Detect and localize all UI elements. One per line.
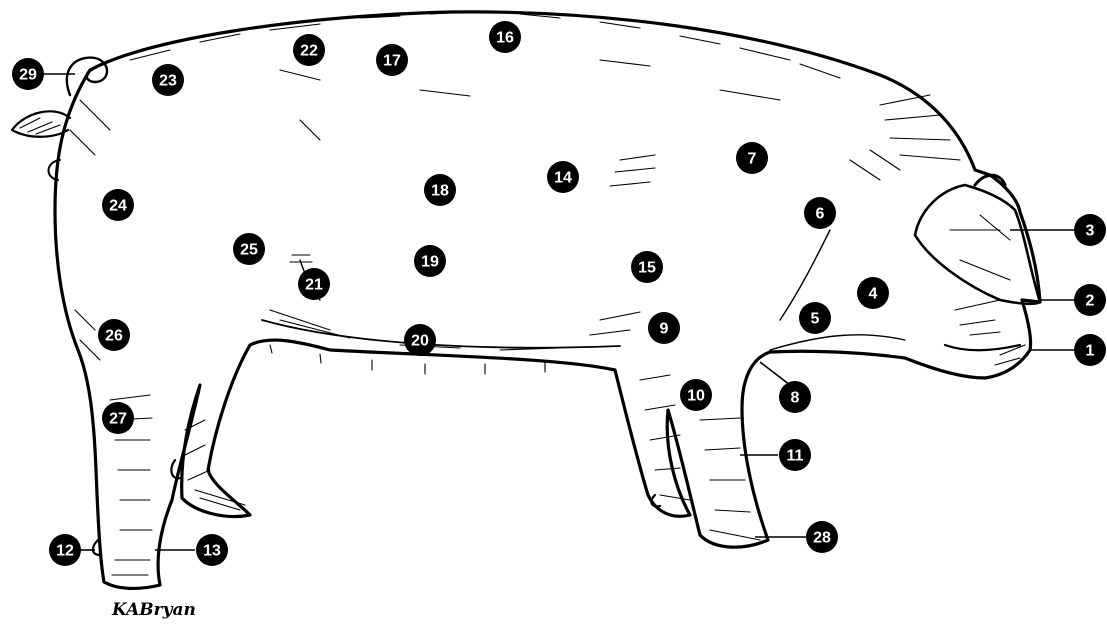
svg-text:17: 17 (383, 53, 401, 70)
marker-6: 6 (804, 197, 836, 229)
marker-7: 7 (736, 142, 768, 174)
marker-26: 26 (98, 319, 130, 351)
svg-text:4: 4 (869, 286, 878, 303)
svg-text:8: 8 (791, 390, 800, 407)
svg-text:14: 14 (554, 170, 572, 187)
svg-text:28: 28 (813, 530, 831, 547)
marker-3: 3 (1074, 214, 1106, 246)
marker-23: 23 (152, 64, 184, 96)
marker-4: 4 (857, 277, 889, 309)
marker-8: 8 (779, 381, 811, 413)
svg-text:5: 5 (811, 311, 820, 328)
svg-text:6: 6 (816, 206, 825, 223)
svg-text:20: 20 (411, 333, 429, 350)
svg-text:2: 2 (1086, 293, 1095, 310)
tail-tassel (12, 111, 70, 136)
svg-text:15: 15 (638, 260, 656, 277)
marker-29: 29 (12, 58, 44, 90)
ear (915, 185, 1040, 304)
marker-11: 11 (779, 439, 811, 471)
svg-text:19: 19 (421, 254, 439, 271)
belly-line (262, 320, 620, 348)
marker-12: 12 (49, 534, 81, 566)
marker-19: 19 (414, 245, 446, 277)
marker-27: 27 (102, 402, 134, 434)
marker-2: 2 (1074, 284, 1106, 316)
svg-text:11: 11 (787, 448, 804, 465)
marker-18: 18 (424, 174, 456, 206)
marker-17: 17 (376, 44, 408, 76)
svg-text:27: 27 (109, 411, 127, 428)
marker-15: 15 (631, 251, 663, 283)
svg-text:29: 29 (19, 67, 37, 84)
svg-text:10: 10 (687, 388, 705, 405)
svg-text:21: 21 (305, 277, 323, 294)
marker-21: 21 (298, 268, 330, 300)
marker-20: 20 (404, 324, 436, 356)
marker-28: 28 (806, 521, 838, 553)
marker-16: 16 (489, 21, 521, 53)
pig-body-outline (55, 12, 1040, 589)
marker-5: 5 (799, 302, 831, 334)
marker-24: 24 (102, 189, 134, 221)
svg-text:13: 13 (203, 543, 221, 560)
marker-22: 22 (293, 34, 325, 66)
svg-text:7: 7 (748, 151, 757, 168)
svg-text:9: 9 (660, 321, 669, 338)
svg-text:1: 1 (1086, 343, 1095, 360)
svg-text:24: 24 (109, 198, 127, 215)
svg-text:23: 23 (159, 73, 177, 90)
leader-lines (42, 74, 1074, 550)
svg-text:16: 16 (496, 30, 514, 47)
marker-10: 10 (680, 379, 712, 411)
marker-9: 9 (648, 312, 680, 344)
artist-signature: KABryan (111, 600, 196, 620)
marker-25: 25 (233, 233, 265, 265)
marker-1: 1 (1074, 334, 1106, 366)
marker-13: 13 (196, 534, 228, 566)
mouth (945, 345, 1020, 350)
svg-text:3: 3 (1086, 223, 1095, 240)
svg-text:12: 12 (56, 543, 74, 560)
marker-14: 14 (547, 161, 579, 193)
svg-text:25: 25 (240, 242, 258, 259)
svg-text:26: 26 (105, 328, 123, 345)
svg-text:18: 18 (431, 183, 449, 200)
svg-text:22: 22 (300, 43, 318, 60)
